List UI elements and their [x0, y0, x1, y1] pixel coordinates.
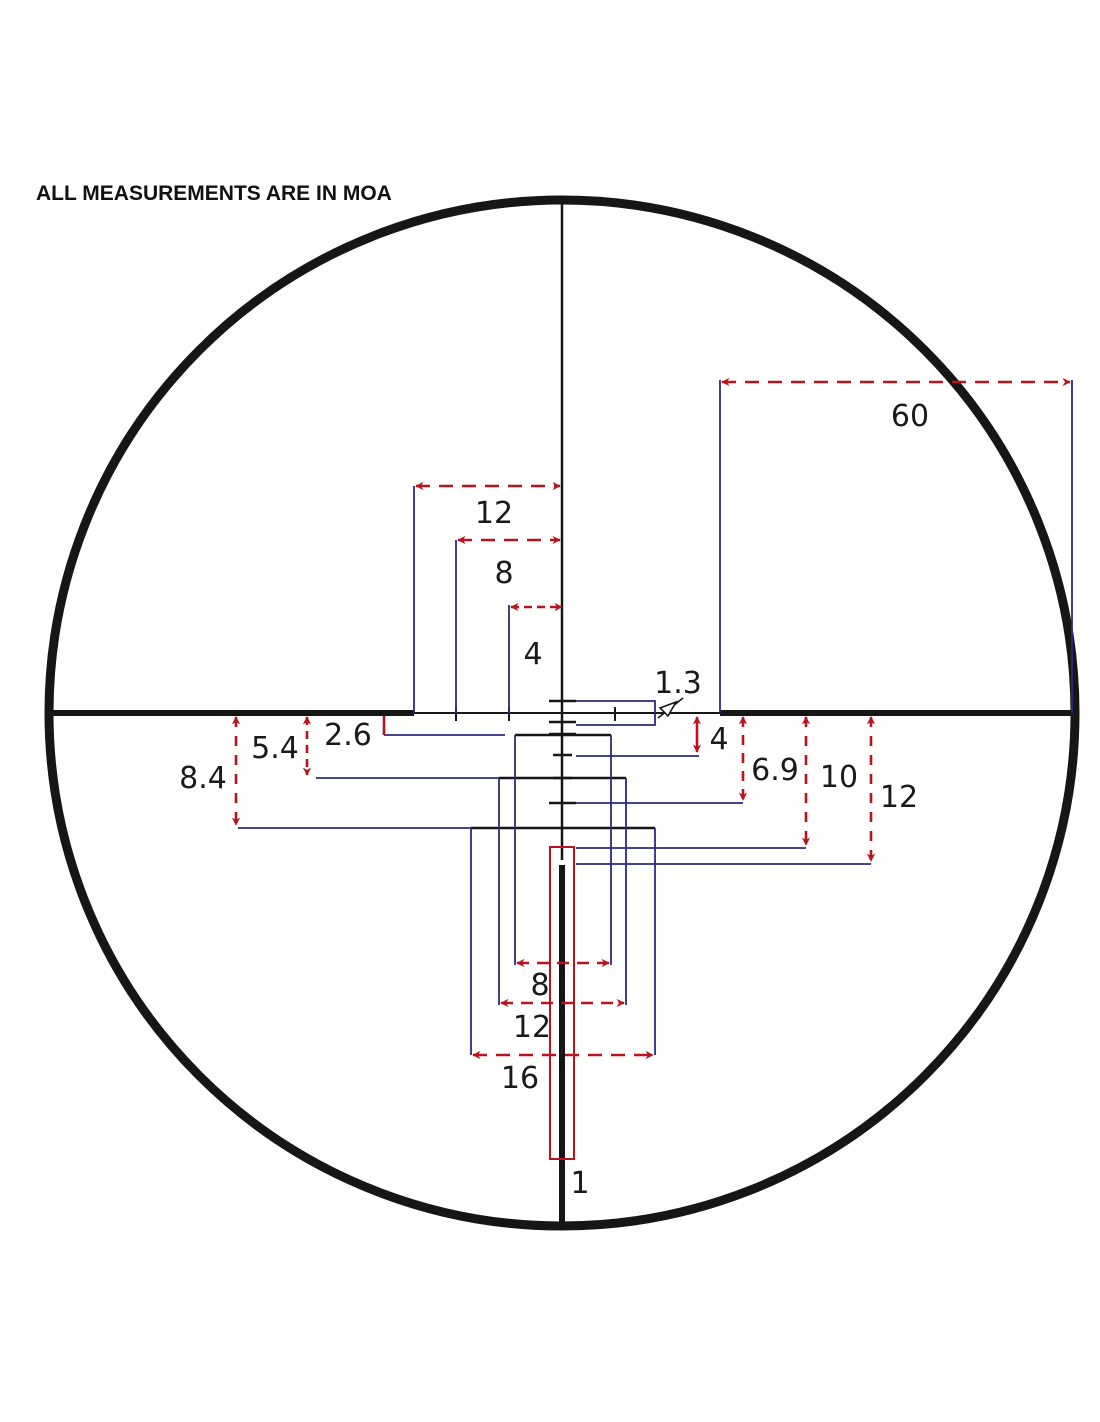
label-16: 16 — [501, 1061, 539, 1096]
label-8-bottom: 8 — [530, 968, 549, 1003]
dim-1-post-box — [549, 846, 575, 1160]
dimension-lines — [231, 377, 1071, 1160]
label-2-6: 2.6 — [324, 718, 372, 753]
pointer-1-3 — [657, 697, 684, 719]
label-1-post: 1 — [570, 1166, 589, 1201]
label-5-4: 5.4 — [251, 731, 299, 766]
label-6-9: 6.9 — [751, 753, 799, 788]
label-4-right: 4 — [709, 722, 728, 757]
measurement-units-note: ALL MEASUREMENTS ARE IN MOA — [36, 182, 392, 205]
label-1-3: 1.3 — [654, 666, 702, 701]
label-12-right: 12 — [880, 780, 918, 815]
label-12-top: 12 — [475, 496, 513, 531]
extension-lines — [238, 380, 1073, 1055]
label-4-top: 4 — [523, 637, 542, 672]
label-60: 60 — [891, 399, 929, 434]
label-8-top: 8 — [494, 556, 513, 591]
label-12-bottom: 12 — [513, 1010, 551, 1045]
label-10: 10 — [820, 760, 858, 795]
label-8-4: 8.4 — [179, 761, 227, 796]
